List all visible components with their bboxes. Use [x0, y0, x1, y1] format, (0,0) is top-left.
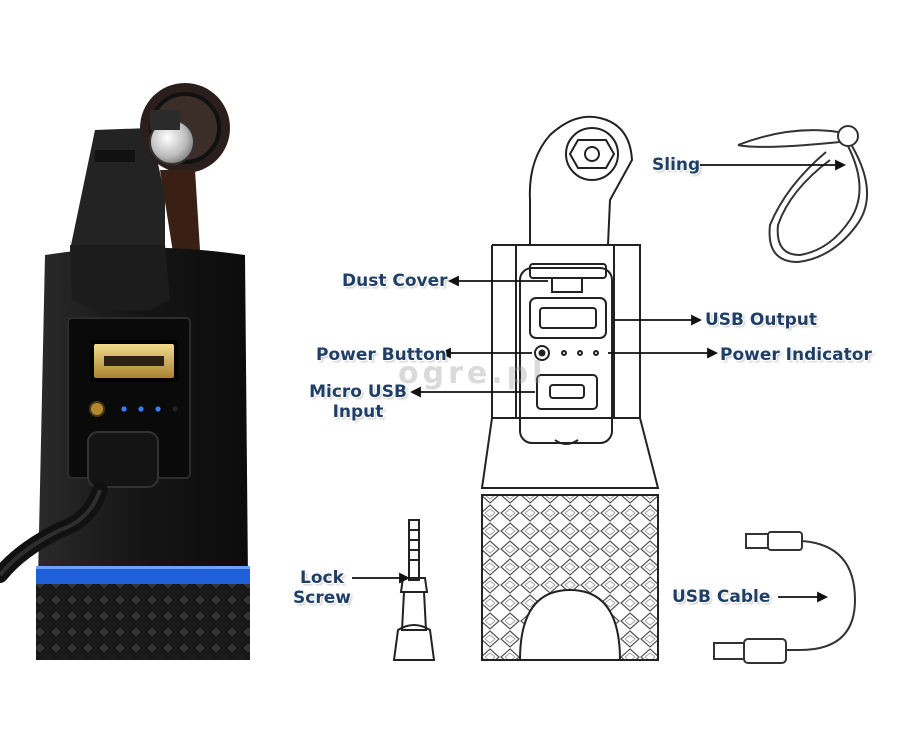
label-power-indicator: Power Indicator: [720, 345, 872, 365]
label-lock-line1: Lock: [300, 568, 344, 588]
label-usb-output: USB Output: [705, 310, 818, 330]
label-dust-cover: Dust Cover: [342, 271, 448, 291]
watermark: ogre.pl: [398, 356, 547, 391]
label-micro-usb-input: Micro USB Input: [308, 382, 408, 422]
device-drawing: [480, 115, 660, 661]
label-micro-usb-line2: Input: [332, 402, 384, 422]
label-power-button: Power Button: [316, 345, 447, 365]
label-usb-cable: USB Cable: [672, 587, 771, 607]
label-lock-screw: Lock Screw: [290, 568, 354, 608]
sling-drawing: [737, 125, 868, 264]
device-photo: [0, 83, 250, 660]
usb-cable-drawing: [713, 531, 857, 664]
lock-screw-drawing: [392, 519, 436, 661]
label-sling: Sling: [652, 155, 701, 175]
label-micro-usb-line1: Micro USB: [309, 382, 407, 402]
label-lock-line2: Screw: [293, 588, 351, 608]
leader-lines: [352, 159, 847, 603]
